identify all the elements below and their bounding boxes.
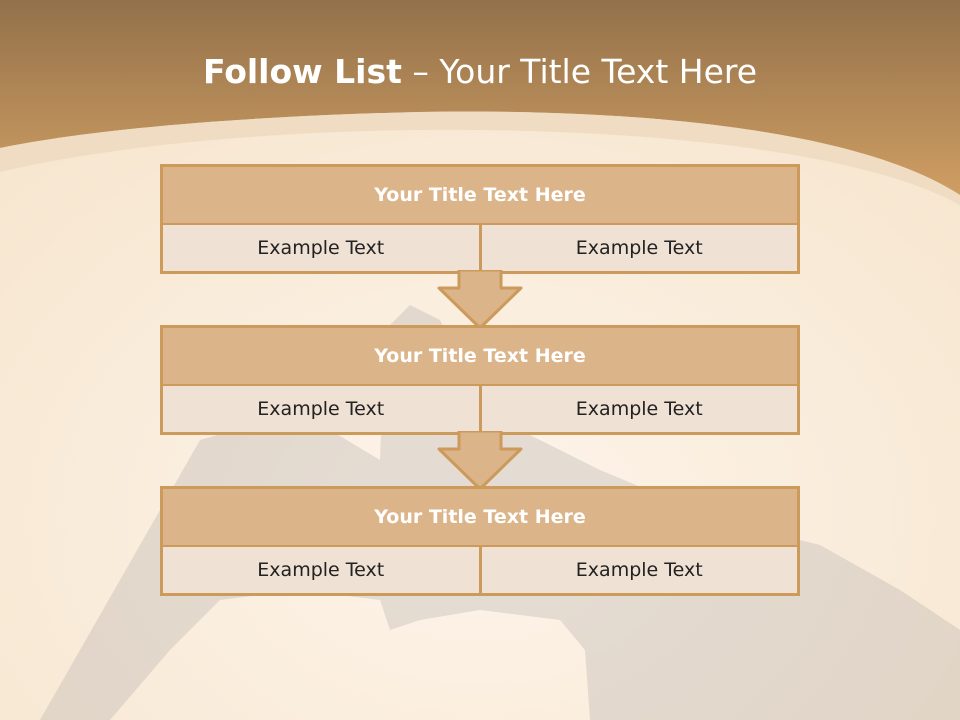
block-heading: Your Title Text Here (163, 489, 797, 545)
down-arrow-icon (437, 270, 523, 330)
block-cell-left: Example Text (163, 225, 479, 271)
block-row: Example Text Example Text (163, 386, 797, 432)
page-title: Follow List – Your Title Text Here (0, 52, 960, 91)
block-cell-right: Example Text (481, 225, 797, 271)
list-block-2: Your Title Text Here Example Text Exampl… (160, 325, 800, 435)
block-cell-left: Example Text (163, 547, 479, 593)
list-block-3: Your Title Text Here Example Text Exampl… (160, 486, 800, 596)
down-arrow-icon (437, 431, 523, 491)
block-row: Example Text Example Text (163, 547, 797, 593)
header-swoosh (0, 111, 960, 205)
title-bold-part: Follow List (202, 52, 402, 91)
block-cell-left: Example Text (163, 386, 479, 432)
block-cell-right: Example Text (481, 386, 797, 432)
block-cell-right: Example Text (481, 547, 797, 593)
title-rest-part: – Your Title Text Here (401, 52, 758, 91)
block-heading: Your Title Text Here (163, 167, 797, 223)
block-heading: Your Title Text Here (163, 328, 797, 384)
header-band (0, 0, 960, 195)
block-row: Example Text Example Text (163, 225, 797, 271)
list-block-1: Your Title Text Here Example Text Exampl… (160, 164, 800, 274)
